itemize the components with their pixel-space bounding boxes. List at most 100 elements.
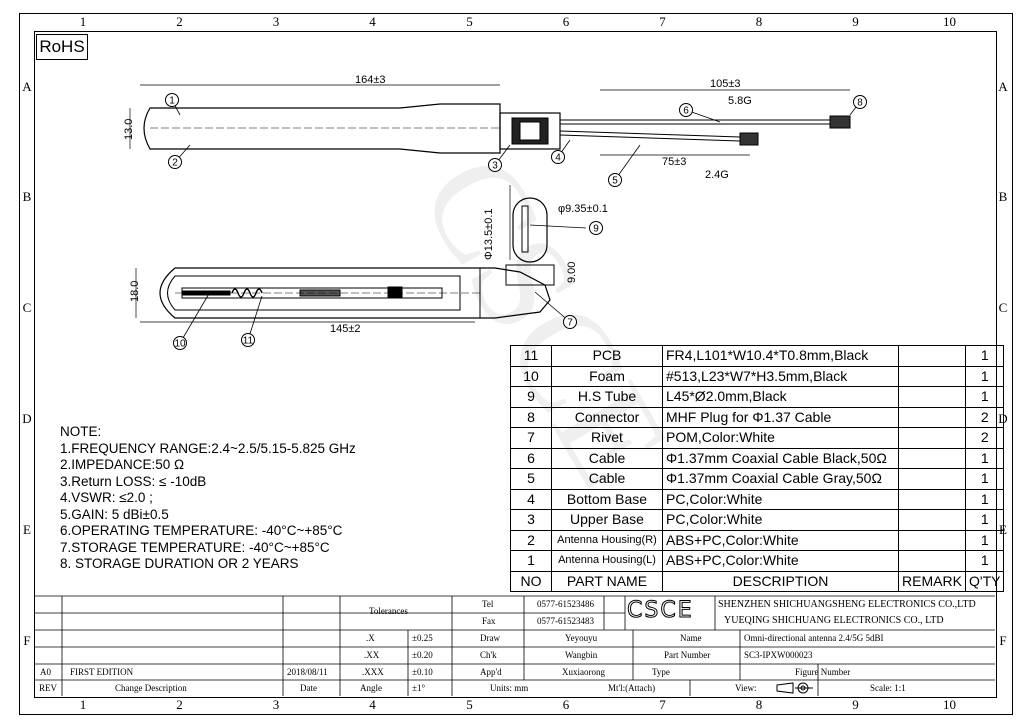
rev-a0: A0	[40, 667, 51, 677]
units: Units: mm	[490, 683, 529, 693]
bom-part-name: Upper Base	[551, 509, 663, 531]
zone-column-10: 10	[943, 697, 956, 712]
zone-column-4: 4	[369, 697, 376, 712]
zone-row-E: E	[23, 521, 31, 537]
tol-xxx-label: .XXX	[362, 667, 384, 677]
zone-column-7: 7	[659, 697, 666, 712]
zone-column-9: 9	[852, 14, 859, 29]
zone-column-4: 4	[369, 14, 376, 29]
projection-icon	[775, 681, 815, 700]
type-label: Type	[652, 667, 670, 677]
note-item: 4.VSWR: ≤2.0 ;	[60, 490, 153, 505]
material: Mt'l:(Attach)	[608, 683, 656, 693]
zone-column-6: 6	[562, 14, 570, 29]
fax-label: Fax	[482, 616, 496, 626]
bom-description: Φ1.37mm Coaxial Cable Black,50Ω	[662, 447, 899, 469]
bom-header-remark: REMARK	[898, 570, 966, 592]
zone-column-1: 1	[79, 697, 87, 712]
bom-description: L45*Ø2.0mm,Black	[662, 386, 899, 408]
rev-label: REV	[39, 683, 57, 693]
tol-x-label: .X	[366, 633, 375, 643]
notes-block: NOTE: 1.FREQUENCY RANGE:2.4~2.5/5.15-5.8…	[60, 424, 356, 573]
date-label: Date	[300, 683, 317, 693]
zone-row-F: F	[23, 632, 31, 648]
partno-value: SC3-IPXW000023	[744, 650, 813, 660]
bom-description: Φ1.37mm Coaxial Cable Gray,50Ω	[662, 468, 899, 490]
bom-header-part: PART NAME	[551, 570, 663, 592]
notes-title: NOTE:	[60, 424, 102, 439]
zone-column-8: 8	[755, 14, 763, 29]
company-line-1: SHENZHEN SHICHUANGSHENG ELECTRONICS CO.,…	[718, 599, 976, 610]
zone-row-B: B	[22, 189, 32, 204]
zone-column-2: 2	[176, 697, 183, 712]
bom-part-name: Rivet	[551, 427, 663, 449]
outer-border	[19, 13, 1013, 715]
appd-value: Xuxiaorong	[562, 667, 605, 677]
bom-description: ABS+PC,Color:White	[662, 529, 899, 551]
note-item: 7.STORAGE TEMPERATURE: -40°C~+85°C	[60, 539, 330, 555]
zone-column-5: 5	[466, 14, 473, 29]
note-item: 1.FREQUENCY RANGE:2.4~2.5/5.15-5.825 GHz	[60, 440, 356, 456]
zone-row-A: A	[22, 78, 32, 94]
note-item: 3.Return LOSS: ≤ -10dB	[60, 473, 207, 489]
bom-no: 11	[510, 345, 552, 367]
tel-label: Tel	[482, 599, 494, 609]
zone-row-C: C	[22, 299, 32, 315]
note-item: 5.GAIN: 5 dBi±0.5	[60, 506, 169, 522]
tolerances-label: Tolerances	[369, 606, 408, 616]
appd-label: App'd	[480, 667, 502, 677]
view-label: View:	[735, 683, 757, 693]
tol-angle-value: ±1°	[412, 683, 426, 693]
bom-header-desc: DESCRIPTION	[662, 570, 899, 592]
zone-row-B: B	[998, 189, 1008, 204]
note-item: 6.OPERATING TEMPERATURE: -40°C~+85°C	[60, 523, 343, 538]
zone-column-3: 3	[272, 14, 280, 29]
note-item: 8. STORAGE DURATION OR 2 YEARS	[60, 556, 299, 571]
bom-description: PC,Color:White	[662, 488, 899, 510]
bom-header-qty: Q'TY	[964, 570, 1005, 592]
zone-column-3: 3	[272, 697, 280, 712]
chk-label: Ch'k	[480, 650, 497, 660]
tel-value: 0577-61523486	[537, 599, 594, 609]
tol-angle-label: Angle	[360, 683, 382, 693]
zone-column-5: 5	[466, 697, 473, 712]
company-line-2: YUEQING SHICHUANG ELECTRONICS CO., LTD	[724, 615, 944, 626]
zone-column-6: 6	[562, 697, 570, 712]
zone-column-7: 7	[659, 14, 666, 29]
name-value: Omni-directional antenna 2.4/5G 5dBI	[744, 633, 884, 643]
rev-first-edition: FIRST EDITION	[70, 667, 134, 677]
zone-row-D: D	[22, 410, 32, 426]
fax-value: 0577-61523483	[537, 616, 594, 626]
tol-xx-value: ±0.20	[412, 650, 433, 660]
zone-column-1: 1	[79, 14, 87, 29]
rev-date: 2018/08/11	[287, 667, 328, 677]
draw-label: Draw	[480, 633, 500, 643]
zone-column-2: 2	[176, 14, 183, 29]
note-item: 2.IMPEDANCE:50 Ω	[60, 457, 185, 472]
figure-label: Figure Number	[795, 667, 851, 677]
tol-x-value: ±0.25	[412, 633, 433, 643]
zone-row-C: C	[998, 299, 1008, 315]
bom-header-no: NO	[510, 570, 552, 592]
zone-row-F: F	[999, 632, 1007, 648]
change-desc-label: Change Description	[115, 683, 187, 693]
bom-description: ABS+PC,Color:White	[662, 550, 899, 572]
zone-row-A: A	[998, 78, 1008, 94]
rohs-mark: RoHS	[36, 34, 88, 60]
scale: Scale: 1:1	[870, 683, 906, 693]
company-logo: CSCE	[627, 598, 694, 624]
zone-column-8: 8	[755, 697, 763, 712]
bom-part-name: Cable	[551, 447, 663, 469]
tol-xx-label: .XX	[364, 650, 380, 660]
bom-description: #513,L23*W7*H3.5mm,Black	[662, 365, 899, 387]
